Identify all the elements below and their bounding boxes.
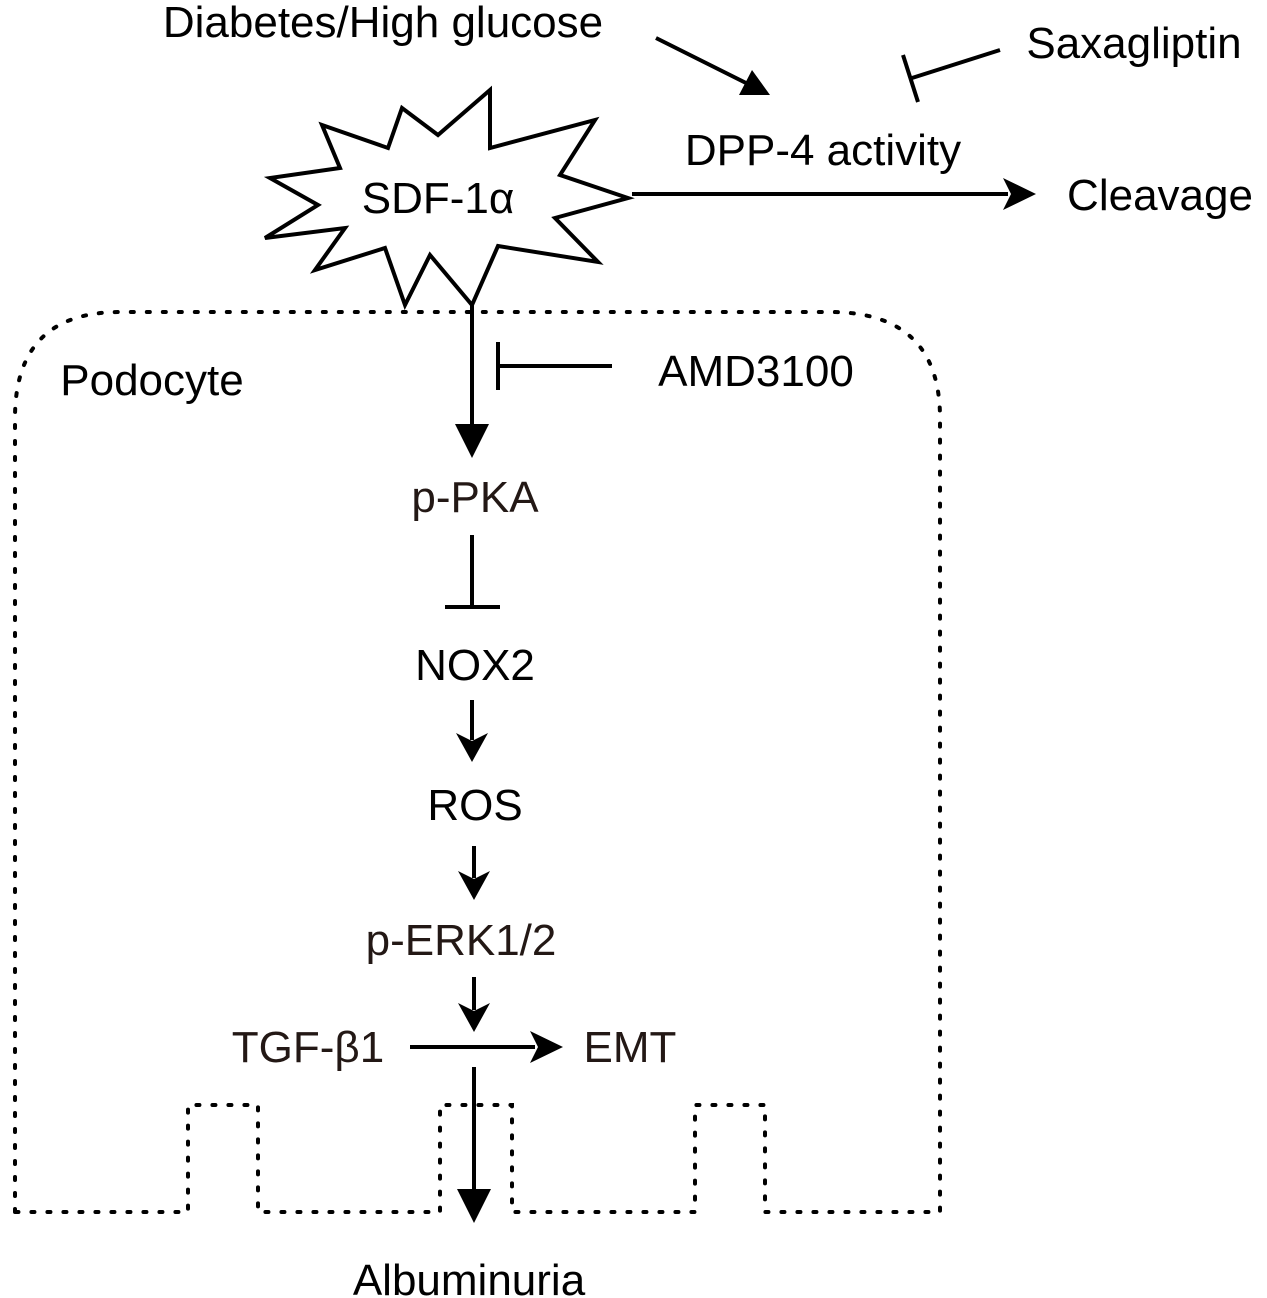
- albuminuria-label: Albuminuria: [353, 1256, 586, 1298]
- nox2-ros-arrow-head: [456, 733, 488, 762]
- nox2-label: NOX2: [415, 641, 535, 690]
- ppka-label: p-PKA: [411, 473, 539, 522]
- ros-label: ROS: [427, 781, 522, 830]
- saxagliptin-inhibit-bar: [901, 54, 920, 103]
- ros-perk-arrow-head: [458, 871, 490, 900]
- dpp4-label: DPP-4 activity: [685, 126, 961, 175]
- sdf1a-ppka-arrow-head: [455, 424, 489, 458]
- cleavage-arrow-head: [1003, 178, 1036, 210]
- saxagliptin-label: Saxagliptin: [1026, 19, 1241, 68]
- diabetes-arrow-shaft: [655, 36, 749, 86]
- cleavage-label: Cleavage: [1067, 171, 1253, 220]
- perk-tgfb1-arrow-head: [458, 1003, 490, 1032]
- tgfb1-albuminuria-arrow-head: [457, 1189, 491, 1223]
- sdf1a-label: SDF-1α: [362, 174, 515, 223]
- diabetes-arrow-head: [739, 70, 770, 95]
- tgfb1-label: TGF-β1: [232, 1023, 384, 1072]
- emt-label: EMT: [584, 1023, 677, 1072]
- sdf1a-starburst: [263, 85, 635, 311]
- podocyte-label: Podocyte: [60, 356, 243, 405]
- diabetes-label: Diabetes/High glucose: [163, 0, 603, 47]
- saxagliptin-inhibit-shaft: [911, 48, 1001, 80]
- amd3100-label: AMD3100: [658, 347, 854, 396]
- perk-label: p-ERK1/2: [366, 916, 557, 965]
- tgfb1-emt-arrow-head: [530, 1031, 563, 1063]
